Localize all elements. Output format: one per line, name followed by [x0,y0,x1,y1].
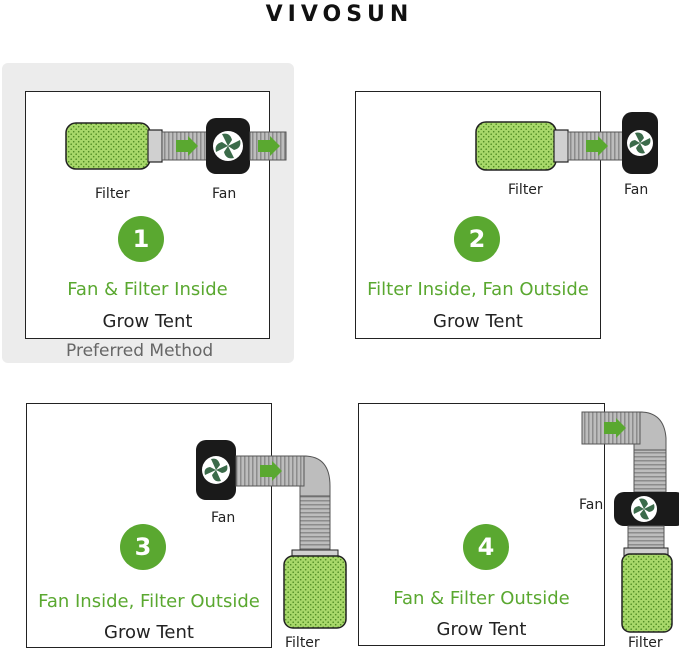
step-number-badge: 2 [454,216,500,262]
step-number-badge: 1 [118,216,164,262]
step-number-badge: 4 [463,524,509,570]
filter-label: Filter [628,635,663,651]
carbon-filter-icon [475,121,557,171]
airflow-arrow-icon [604,418,626,438]
fan-filter-assembly-4 [581,411,679,633]
fan-filter-assembly-3 [196,440,347,629]
tent-label: Grow Tent [102,311,193,332]
step-number-badge: 3 [120,524,166,570]
method-title: Filter Inside, Fan Outside [367,279,589,300]
airflow-arrow-icon [176,136,198,156]
fan-label: Fan [211,510,236,526]
fan-label: Fan [212,186,237,202]
tent-label: Grow Tent [104,622,194,643]
fan-label: Fan [579,497,604,513]
airflow-arrow-icon [586,136,608,156]
carbon-filter-icon [621,553,673,633]
filter-label: Filter [508,182,543,198]
fan-label: Fan [624,182,649,198]
preferred-method-note: Preferred Method [66,341,214,361]
carbon-filter-icon [283,555,347,629]
filter-fan-assembly-2 [475,112,658,174]
filter-fan-assembly-1 [65,118,287,174]
brand-logo: VIVOSUN [265,2,414,27]
method-title: Fan & Filter Outside [393,588,570,609]
airflow-arrow-icon [260,461,282,481]
method-title: Fan & Filter Inside [67,279,228,300]
airflow-arrow-icon [258,136,280,156]
tent-label: Grow Tent [436,619,527,640]
filter-label: Filter [285,635,320,651]
carbon-filter-icon [65,122,151,170]
filter-label: Filter [95,186,130,202]
method-title: Fan Inside, Filter Outside [38,591,260,612]
tent-label: Grow Tent [433,311,523,332]
